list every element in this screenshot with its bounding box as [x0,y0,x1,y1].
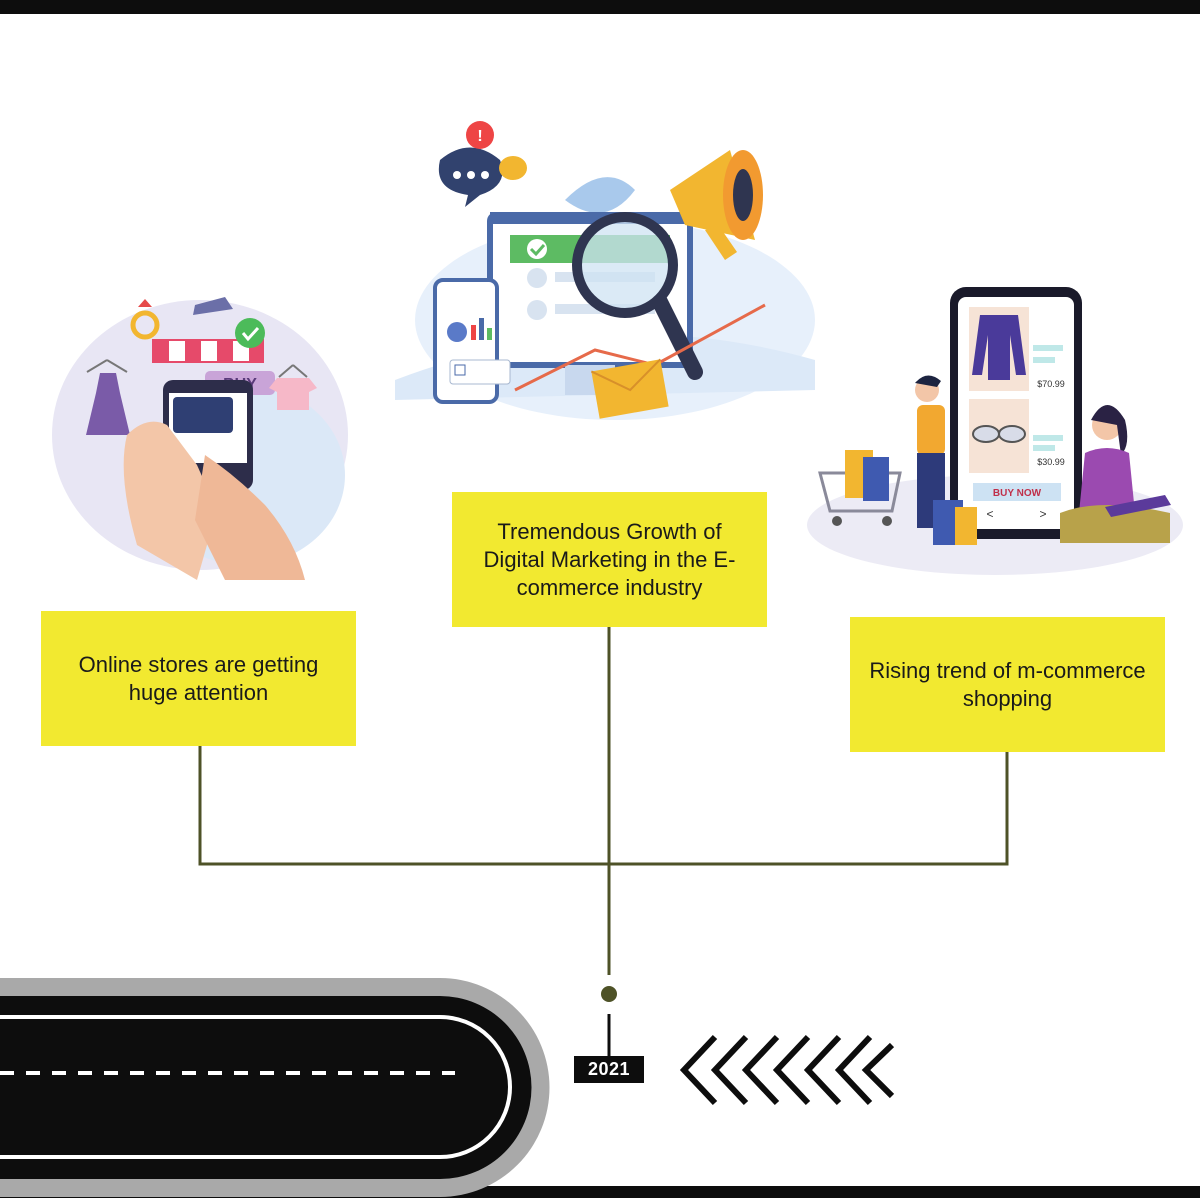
top-border [0,0,1200,14]
sunglasses-icon [972,425,1026,443]
shoe-icon [193,297,233,315]
milestone-note-online-stores: Online stores are getting huge attention [41,611,356,746]
right-hand [195,455,305,580]
phone-icon: $70.99 $30.99 BUY NOW < > [950,287,1082,539]
price-1: $70.99 [1037,379,1065,389]
ring-icon [130,299,160,340]
milestone-text: Rising trend of m-commerce shopping [869,657,1146,711]
message-bubble-icon: ! [438,121,527,207]
next-arrow-icon: > [1039,507,1046,521]
connector-left-right [198,746,1009,866]
sweater-icon [972,315,1026,380]
megaphone-icon [670,150,763,260]
chevron-left-icon [834,1034,873,1106]
dress-icon [86,359,130,435]
tablet-icon [433,278,511,404]
milestone-text: Tremendous Growth of Digital Marketing i… [483,518,736,600]
store-awning-icon [152,339,264,363]
prev-arrow-icon: < [986,507,993,521]
digital-marketing-illustration: ! ! [395,121,815,420]
chevron-left-icon [679,1034,718,1106]
chevron-left-icon [741,1034,780,1106]
bottom-border [0,1186,1200,1198]
milestone-text: Online stores are getting huge attention [78,651,319,705]
chevron-left-icon [772,1034,811,1106]
buy-now-button [973,483,1061,501]
year-label: 2021 [574,1056,644,1083]
road [0,978,550,1197]
chevron-left-icon [710,1034,749,1106]
price-2: $30.99 [1037,457,1065,467]
leaf-icon [565,177,635,213]
shirt-icon [269,364,317,410]
chevron-left-icons [679,1034,895,1106]
milestone-note-m-commerce: Rising trend of m-commerce shopping [850,617,1165,752]
m-commerce-illustration: $70.99 $30.99 BUY NOW < > [807,287,1183,575]
magnifier-icon [572,212,703,380]
chevron-left-icon [861,1042,895,1099]
laptop-icon [1105,495,1171,517]
envelope-icon [590,358,669,419]
trend-arrow [514,303,766,392]
online-store-illustration: BUY [52,297,348,580]
buy-now-label: BUY NOW [993,488,1042,499]
timeline-node [601,986,617,1002]
chevron-left-icon [803,1034,842,1106]
woman-figure [1060,405,1171,543]
left-hand [123,421,217,580]
check-icon [235,318,265,348]
milestone-note-digital-marketing: Tremendous Growth of Digital Marketing i… [452,492,767,627]
shopping-cart-icon [818,450,902,526]
svg-text:!: ! [477,128,482,145]
